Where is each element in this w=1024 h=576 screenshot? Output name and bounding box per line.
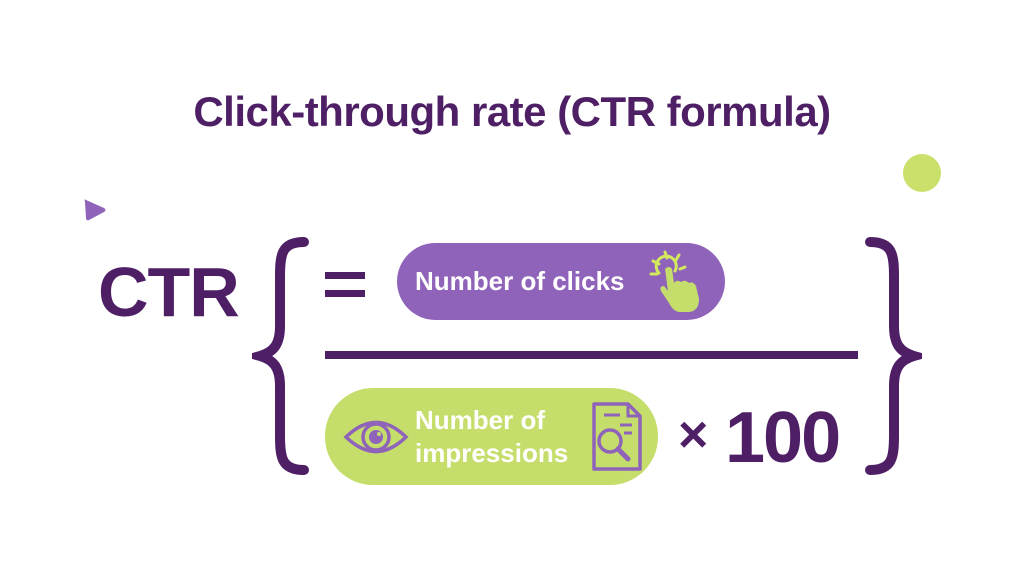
ctr-label: CTR	[98, 253, 240, 331]
fraction-bar	[325, 351, 858, 359]
denominator-pill: Number of impressions	[325, 388, 658, 485]
document-search-icon	[592, 402, 642, 471]
numerator-label: Number of clicks	[415, 266, 625, 296]
decorative-green-dot	[903, 154, 941, 192]
multiplier-value: 100	[725, 398, 841, 478]
denominator-label-line2: impressions	[415, 438, 569, 468]
hand-click-icon	[649, 250, 699, 312]
right-brace	[865, 237, 922, 475]
numerator-pill: Number of clicks	[397, 243, 725, 320]
decorative-purple-triangle	[84, 199, 106, 221]
denominator-label-line1: Number of	[415, 405, 545, 435]
page-title: Click-through rate (CTR formula)	[193, 88, 831, 135]
left-brace	[252, 237, 309, 475]
equals-sign	[325, 272, 365, 297]
multiply-sign: ×	[678, 406, 709, 464]
eye-icon	[343, 420, 409, 454]
